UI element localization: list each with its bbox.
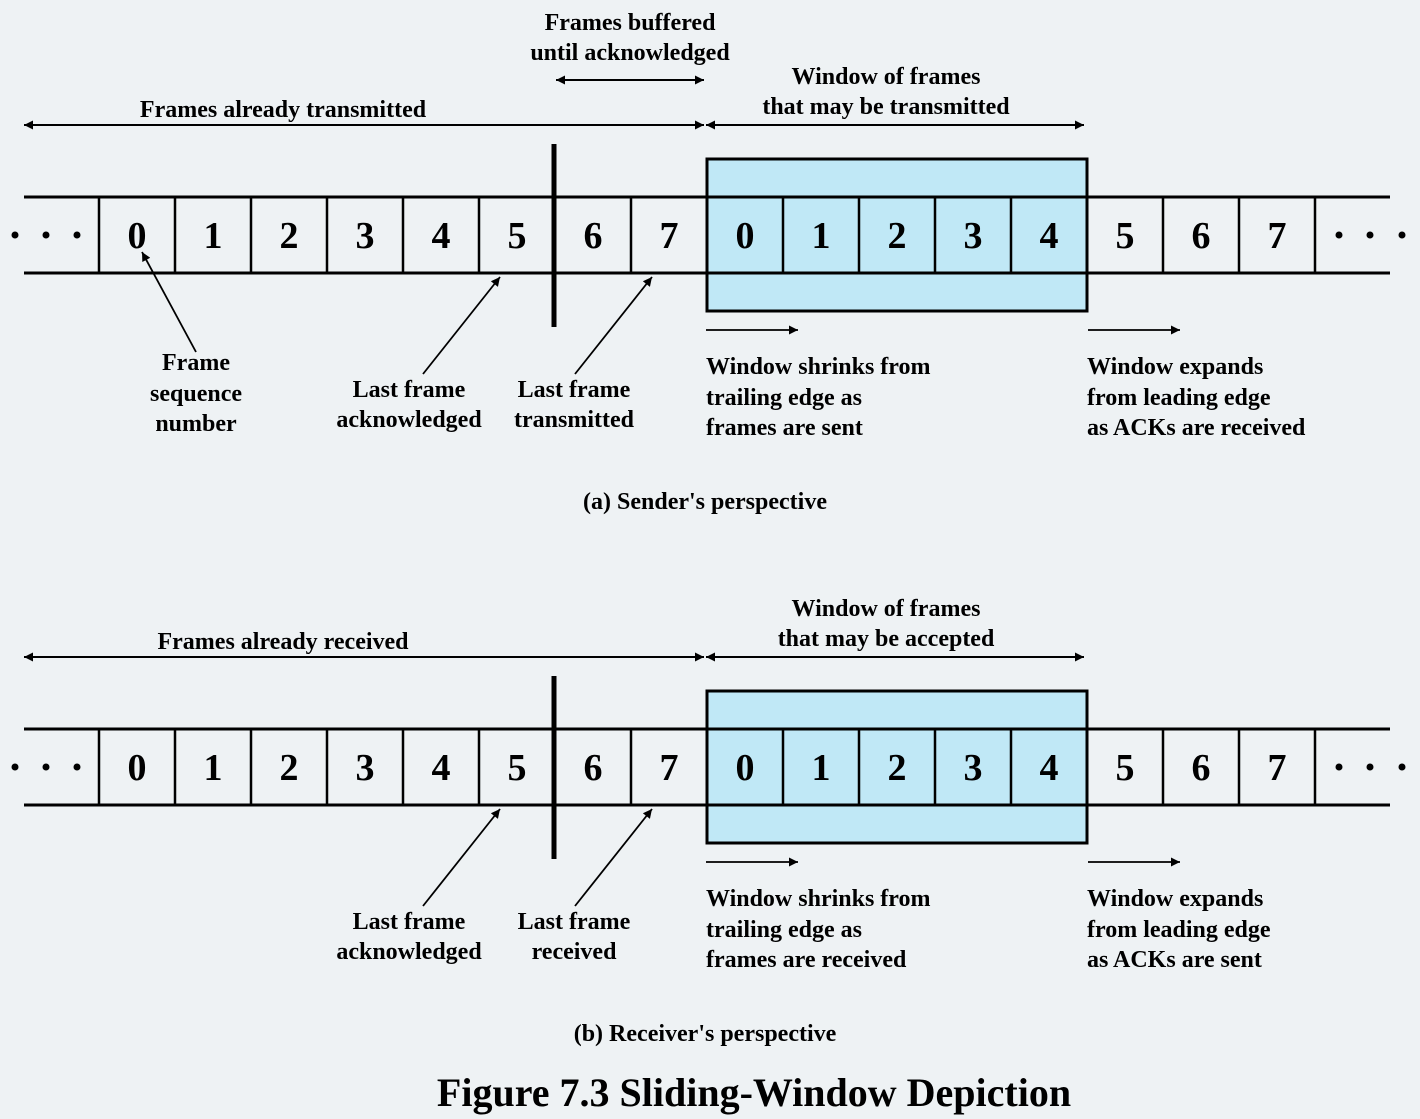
sender-frame-number: 6 (584, 215, 603, 257)
sender-frame-number: 7 (660, 215, 679, 257)
sender-panel: 0 1 2 3 4 5 6 7 0 1 2 3 4 5 6 7 Frames buffered until a… (11, 10, 1406, 515)
sender-right-ellipsis-dot (1398, 231, 1406, 239)
receiver-caption: (b) Receiver's perspective (574, 1021, 837, 1047)
receiver-frame-number: 0 (128, 747, 147, 789)
sender-right-ellipsis-dot (1335, 231, 1343, 239)
sender-frame-number: 6 (1192, 215, 1211, 257)
receiver-frame-number: 7 (1268, 747, 1287, 789)
receiver-last-ack-pointer (422, 808, 501, 907)
receiver-expand-label-line3: as ACKs are sent (1087, 947, 1262, 973)
sender-left-ellipsis-dot (73, 231, 81, 239)
sender-left-ellipsis-dot (42, 231, 50, 239)
sender-frame-number: 7 (1268, 215, 1287, 257)
receiver-frame-number: 4 (1040, 747, 1059, 789)
receiver-panel: 0 1 2 3 4 5 6 7 0 1 2 3 4 5 6 7 Frames already received… (11, 596, 1406, 1047)
sender-frame-number: 3 (964, 215, 983, 257)
receiver-left-ellipsis-dot (42, 763, 50, 771)
sender-frame-number: 2 (280, 215, 299, 257)
seq-label-line3: number (155, 411, 237, 437)
last-transmitted-label-line2: transmitted (514, 407, 635, 433)
expand-label-line3: as ACKs are received (1087, 415, 1306, 441)
buffered-label-line2: until acknowledged (530, 40, 730, 66)
receiver-window-box (705, 689, 1089, 845)
sender-caption: (a) Sender's perspective (583, 489, 827, 515)
receiver-frame-number: 6 (584, 747, 603, 789)
sender-frame-number: 3 (356, 215, 375, 257)
receiver-expand-label-line1: Window expands (1087, 886, 1263, 912)
sender-frame-number: 0 (736, 215, 755, 257)
sender-frame-number: 1 (204, 215, 223, 257)
sender-window-box (705, 157, 1089, 313)
receiver-frame-number: 2 (888, 747, 907, 789)
sender-frame-number: 5 (508, 215, 527, 257)
sender-right-ellipsis-dot (1366, 231, 1374, 239)
sender-frame-number: 4 (1040, 215, 1059, 257)
last-received-label-line1: Last frame (518, 909, 631, 935)
last-ack-label-line2: acknowledged (336, 407, 482, 433)
sender-frame-number: 4 (432, 215, 451, 257)
window-accept-label-line2: that may be accepted (778, 626, 995, 652)
receiver-frame-strip: 0 1 2 3 4 5 6 7 0 1 2 3 4 5 6 7 (11, 689, 1406, 845)
sender-frame-number: 0 (128, 215, 147, 257)
seq-number-pointer (141, 251, 197, 353)
last-received-pointer (574, 808, 653, 907)
window-transmit-label-line2: that may be transmitted (762, 94, 1010, 120)
shrink-label-line3: frames are sent (706, 415, 863, 441)
receiver-shrink-label-line1: Window shrinks from (706, 886, 931, 912)
expand-label-line2: from leading edge (1087, 385, 1271, 411)
receiver-frame-number: 0 (736, 747, 755, 789)
receiver-frame-number: 4 (432, 747, 451, 789)
receiver-shrink-label-line3: frames are received (706, 947, 907, 973)
sender-frame-number: 5 (1116, 215, 1135, 257)
receiver-frame-number: 7 (660, 747, 679, 789)
receiver-frame-number: 5 (508, 747, 527, 789)
figure-title: Figure 7.3 Sliding-Window Depiction (437, 1070, 1071, 1115)
receiver-last-ack-label-line2: acknowledged (336, 939, 482, 965)
receiver-frame-number: 3 (356, 747, 375, 789)
last-ack-pointer (422, 276, 501, 375)
already-transmitted-label: Frames already transmitted (140, 97, 427, 123)
buffered-label-line1: Frames buffered (545, 10, 717, 36)
receiver-right-ellipsis-dot (1335, 763, 1343, 771)
last-transmitted-pointer (574, 276, 653, 375)
receiver-frame-number: 6 (1192, 747, 1211, 789)
sender-frame-strip: 0 1 2 3 4 5 6 7 0 1 2 3 4 5 6 7 (11, 157, 1406, 313)
receiver-frame-number: 5 (1116, 747, 1135, 789)
receiver-right-ellipsis-dot (1366, 763, 1374, 771)
window-transmit-label-line1: Window of frames (792, 64, 981, 90)
shrink-label-line1: Window shrinks from (706, 354, 931, 380)
receiver-frame-number: 1 (812, 747, 831, 789)
already-received-label: Frames already received (157, 629, 409, 655)
last-received-label-line2: received (532, 939, 617, 965)
last-ack-label-line1: Last frame (353, 377, 466, 403)
shrink-label-line2: trailing edge as (706, 385, 862, 411)
receiver-right-ellipsis-dot (1398, 763, 1406, 771)
receiver-last-ack-label-line1: Last frame (353, 909, 466, 935)
sender-frame-number: 1 (812, 215, 831, 257)
receiver-left-ellipsis-dot (11, 763, 19, 771)
expand-label-line1: Window expands (1087, 354, 1263, 380)
sender-left-ellipsis-dot (11, 231, 19, 239)
last-transmitted-label-line1: Last frame (518, 377, 631, 403)
seq-label-line1: Frame (162, 350, 230, 376)
seq-label-line2: sequence (150, 381, 242, 407)
receiver-frame-number: 2 (280, 747, 299, 789)
receiver-frame-number: 1 (204, 747, 223, 789)
receiver-frame-number: 3 (964, 747, 983, 789)
receiver-shrink-label-line2: trailing edge as (706, 917, 862, 943)
receiver-left-ellipsis-dot (73, 763, 81, 771)
receiver-expand-label-line2: from leading edge (1087, 917, 1271, 943)
sender-frame-number: 2 (888, 215, 907, 257)
window-accept-label-line1: Window of frames (792, 596, 981, 622)
